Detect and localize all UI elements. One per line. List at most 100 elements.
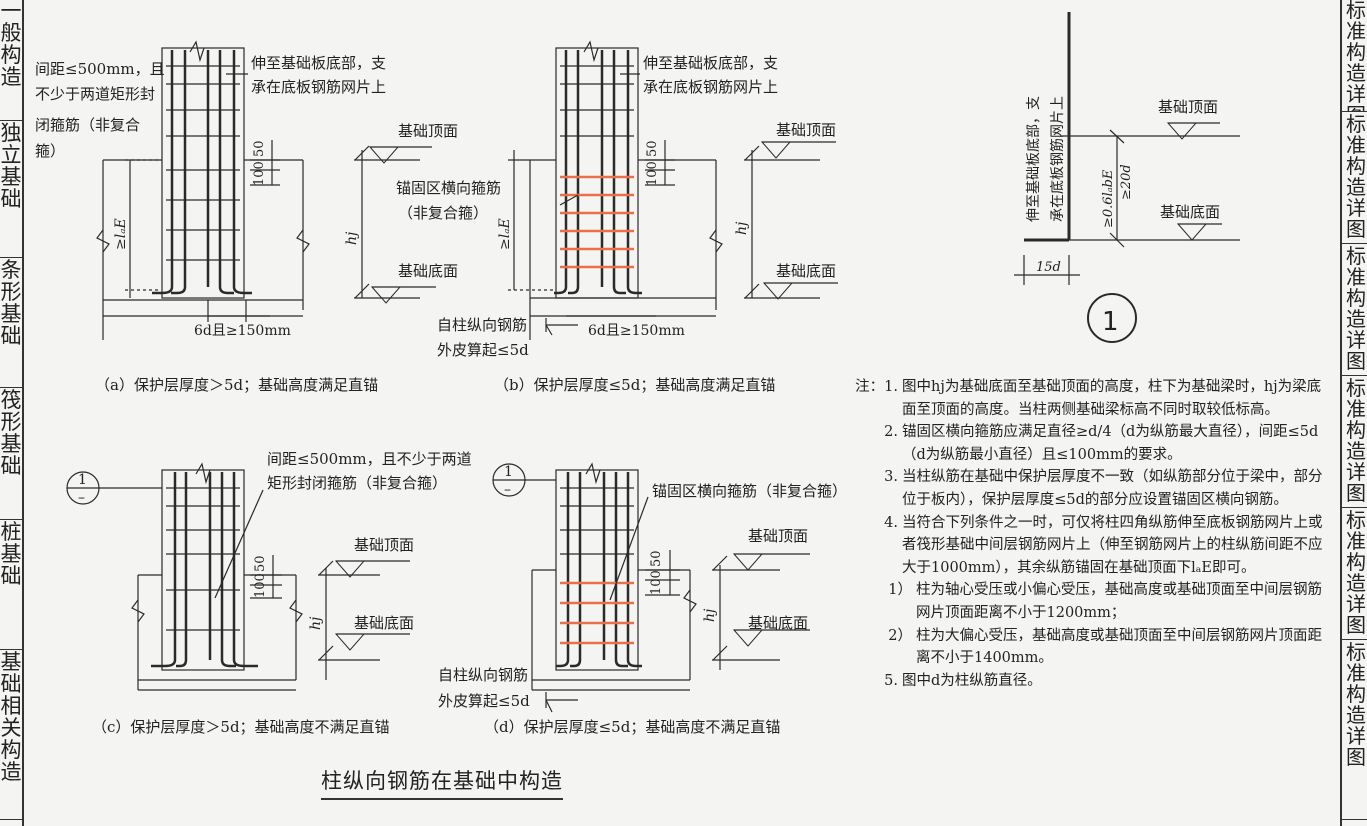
detail1-dim-20d: ≥20d	[1119, 164, 1134, 200]
page-title: 柱纵向钢筋在基础中构造	[321, 765, 563, 800]
sidebar-tab-strip-footing[interactable]: 条形基础	[0, 259, 22, 388]
c-ref-marker-bottom: –	[78, 490, 85, 506]
note-num: 1）	[888, 582, 912, 599]
detail1-extend-note-1: 伸至基础板底部，支	[1025, 96, 1042, 222]
note-text: 图中hj为基础底面至基础顶面的高度，柱下为基础梁时，hj为梁底面至顶面的高度。当…	[902, 379, 1322, 418]
a-dim-100: 100	[252, 161, 267, 186]
c-spacing-note-2: 矩形封闭箍筋（非复合箍）	[267, 474, 447, 492]
note-num: 5.	[884, 672, 898, 689]
a-bottom-face: 基础底面	[398, 262, 458, 280]
b-dim-hj: hj	[734, 221, 750, 235]
detail1-marker: 1	[1102, 307, 1119, 337]
d-bottom-face: 基础底面	[748, 614, 808, 632]
d-top-face: 基础顶面	[748, 527, 808, 545]
c-ref-marker-top: 1	[78, 472, 87, 488]
note-subitem-1: 1） 柱为轴心受压或小偏心受压，基础高度或基础顶面至中间层钢筋网片顶面距离不小于…	[842, 579, 1332, 624]
notes-block: 注：1. 图中hj为基础底面至基础顶面的高度，柱下为基础梁时，hj为梁底面至顶面…	[842, 376, 1332, 692]
note-num: 4.	[884, 514, 898, 531]
note-num: 1.	[884, 379, 898, 395]
d-dim-hj: hj	[702, 608, 718, 622]
a-spacing-note-3: 闭箍筋（非复合	[35, 116, 140, 134]
b-top-face: 基础顶面	[776, 121, 836, 139]
note-text: 柱为大偏心受压，基础高度或基础顶面至中间层钢筋网片顶面距离不小于1400mm。	[916, 627, 1322, 667]
note-text: 柱为轴心受压或小偏心受压，基础高度或基础顶面至中间层钢筋网片顶面距离不小于120…	[916, 582, 1322, 621]
a-top-face: 基础顶面	[398, 122, 458, 140]
a-dim-hj: hj	[344, 231, 360, 245]
note-text: 锚固区横向箍筋应满足直径≥d/4（d为纵筋最大直径），间距≤5d（d为纵筋最小直…	[902, 424, 1319, 463]
sidebar-tab-isolated-footing[interactable]: 独立基础	[0, 122, 22, 258]
d-outer-note-1: 自柱纵向钢筋	[438, 666, 528, 684]
a-spacing-note-1: 间距≤500mm，且	[35, 60, 165, 78]
note-text: 图中d为柱纵筋直径。	[902, 672, 1042, 689]
b-outer-note-1: 自柱纵向钢筋	[437, 316, 527, 334]
note-subitem-2: 2） 柱为大偏心受压，基础高度或基础顶面至中间层钢筋网片顶面距离不小于1400m…	[842, 625, 1332, 670]
d-anchor-hoop: 锚固区横向箍筋（非复合箍）	[652, 482, 847, 500]
note-item-1: 注：1. 图中hj为基础底面至基础顶面的高度，柱下为基础梁时，hj为梁底面至顶面…	[842, 376, 1332, 421]
a-spacing-note-4: 箍）	[35, 142, 65, 160]
sidebar-tab-general[interactable]: 一般构造	[0, 0, 22, 121]
c-dim-50: 50	[253, 555, 268, 572]
d-dim-50: 50	[649, 550, 664, 567]
b-outer-note-2: 外皮算起≤5d	[437, 341, 529, 359]
sidebar-tab-related-details[interactable]: 基础相关构造	[0, 651, 22, 820]
note-item-5: 5. 图中d为柱纵筋直径。	[842, 670, 1332, 693]
a-extend-note-2: 承在底板钢筋网片上	[251, 78, 386, 96]
detail-a	[96, 40, 436, 340]
left-index-sidebar: 一般构造 独立基础 条形基础 筏形基础 桩基础 基础相关构造	[0, 0, 24, 826]
b-extend-note-1: 伸至基础板底部，支	[643, 54, 778, 72]
detail-b	[508, 40, 838, 340]
a-spacing-note-2: 不少于两道矩形封	[35, 85, 155, 103]
detail1-top-face: 基础顶面	[1158, 98, 1218, 116]
detail1-dim-06lae: ≥0.6lₐbE	[1101, 169, 1116, 228]
detail1-extend-note-2: 承在底板钢筋网片上	[1049, 96, 1066, 222]
b-dim-100: 100	[645, 161, 660, 186]
c-dim-100: 100	[253, 573, 268, 598]
detail1-dim-15d: 15d	[1036, 260, 1061, 275]
c-dim-hj: hj	[308, 616, 324, 630]
sidebar-right-tab-2[interactable]: 标准构造详图	[1342, 114, 1367, 244]
b-anchor-hoop-2: （非复合箍）	[398, 204, 488, 222]
c-spacing-note-1: 间距≤500mm，且不少于两道	[267, 450, 472, 468]
anchor-hoops-d	[560, 581, 634, 645]
b-extend-note-2: 承在底板钢筋网片上	[643, 78, 778, 96]
a-extend-note-1: 伸至基础板底部，支	[251, 54, 386, 72]
note-num: 2.	[884, 424, 898, 441]
sidebar-right-tab-3[interactable]: 标准构造详图	[1342, 246, 1367, 376]
note-text: 当符合下列条件之一时，可仅将柱四角纵筋伸至底板钢筋网片上或者筏形基础中间层钢筋网…	[902, 514, 1323, 576]
a-dim-50: 50	[252, 140, 267, 157]
d-ref-marker-bottom: –	[504, 482, 511, 498]
right-index-sidebar: 标准构造详图 标准构造详图 标准构造详图 标准构造详图 标准构造详图 标准构造详…	[1340, 0, 1367, 826]
note-item-2: 2. 锚固区横向箍筋应满足直径≥d/4（d为纵筋最大直径），间距≤5d（d为纵筋…	[842, 421, 1332, 466]
anchor-hoops-b	[560, 175, 634, 269]
note-text: 当柱纵筋在基础中保护层厚度不一致（如纵筋部分位于梁中，部分位于板内），保护层厚度…	[902, 469, 1323, 508]
caption-b: （b）保护层厚度≤5d；基础高度满足直锚	[494, 376, 776, 394]
caption-d: （d）保护层厚度≤5d；基础高度不满足直锚	[484, 718, 781, 736]
sidebar-tab-raft-foundation[interactable]: 筏形基础	[0, 389, 22, 520]
d-outer-note-2: 外皮算起≤5d	[438, 692, 530, 710]
note-num: 3.	[884, 469, 898, 486]
b-dim-lae: ≥lₐE	[497, 218, 513, 250]
a-dim-6d: 6d且≥150mm	[194, 323, 291, 339]
a-dim-lae: ≥lₐE	[113, 218, 129, 250]
caption-a: （a）保护层厚度＞5d；基础高度满足直锚	[95, 376, 379, 394]
b-bottom-face: 基础底面	[776, 262, 836, 280]
d-dim-100: 100	[649, 570, 664, 595]
note-item-4: 4. 当符合下列条件之一时，可仅将柱四角纵筋伸至底板钢筋网片上或者筏形基础中间层…	[842, 512, 1332, 580]
detail-c	[66, 462, 410, 691]
b-anchor-hoop-1: 锚固区横向箍筋	[396, 179, 501, 197]
detail-1	[1014, 12, 1240, 343]
sidebar-right-tab-4[interactable]: 标准构造详图	[1342, 378, 1367, 508]
c-bottom-face: 基础底面	[354, 614, 414, 632]
sidebar-right-tab-1[interactable]: 标准构造详图	[1342, 0, 1367, 112]
sidebar-right-tab-5[interactable]: 标准构造详图	[1342, 510, 1367, 640]
note-item-3: 3. 当柱纵筋在基础中保护层厚度不一致（如纵筋部分位于梁中，部分位于板内），保护…	[842, 466, 1332, 511]
d-ref-marker-top: 1	[504, 464, 513, 480]
sidebar-tab-pile-foundation[interactable]: 桩基础	[0, 521, 22, 650]
detail1-bottom-face: 基础底面	[1160, 203, 1220, 221]
caption-c: （c）保护层厚度＞5d；基础高度不满足直锚	[92, 718, 390, 736]
note-num: 2）	[888, 627, 912, 644]
b-dim-6d: 6d且≥150mm	[588, 323, 685, 339]
notes-prefix: 注：	[855, 379, 885, 395]
sidebar-right-tab-6[interactable]: 标准构造详图	[1342, 642, 1367, 820]
